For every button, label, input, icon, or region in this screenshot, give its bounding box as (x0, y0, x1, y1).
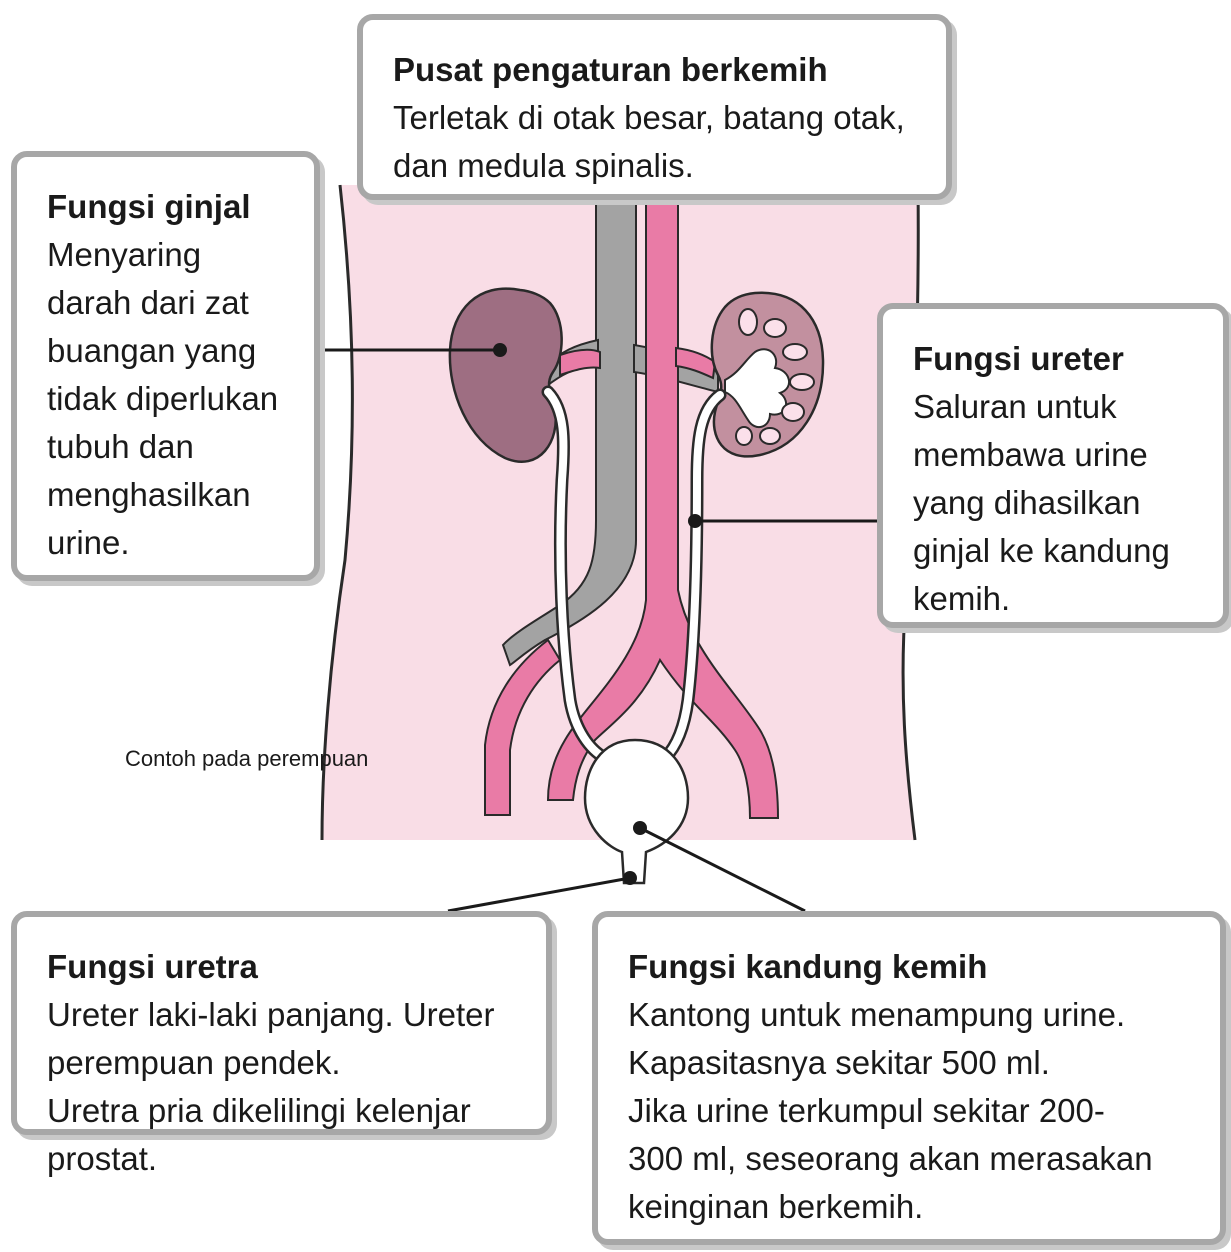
urination-center-text: Terletak di otak besar, batang otak, dan… (393, 94, 922, 190)
kidney-function-callout: Fungsi ginjal Menyaring darah dari zat b… (11, 151, 320, 581)
figure-caption: Contoh pada perempuan (125, 746, 368, 772)
bladder-function-title: Fungsi kandung kemih (628, 943, 1196, 991)
bladder-function-callout: Fungsi kandung kemih Kantong untuk menam… (592, 911, 1226, 1245)
urination-center-callout: Pusat pengaturan berkemih Terletak di ot… (357, 14, 952, 200)
urethra-function-callout: Fungsi uretra Ureter laki-laki panjang. … (11, 911, 552, 1135)
ureter-function-title: Fungsi ureter (913, 335, 1199, 383)
bladder (585, 740, 688, 883)
ureter-function-callout: Fungsi ureter Saluran untuk membawa urin… (877, 303, 1229, 628)
urethra-function-title: Fungsi uretra (47, 943, 522, 991)
bladder-function-text: Kantong untuk menampung urine. Kapasitas… (628, 991, 1196, 1231)
kidney-function-title: Fungsi ginjal (47, 183, 290, 231)
ureter-function-text: Saluran untuk membawa urine yang dihasil… (913, 383, 1199, 623)
kidney-function-text: Menyaring darah dari zat buangan yang ti… (47, 231, 290, 567)
urethra-function-text: Ureter laki-laki panjang. Ureter perempu… (47, 991, 522, 1183)
urination-center-title: Pusat pengaturan berkemih (393, 46, 922, 94)
